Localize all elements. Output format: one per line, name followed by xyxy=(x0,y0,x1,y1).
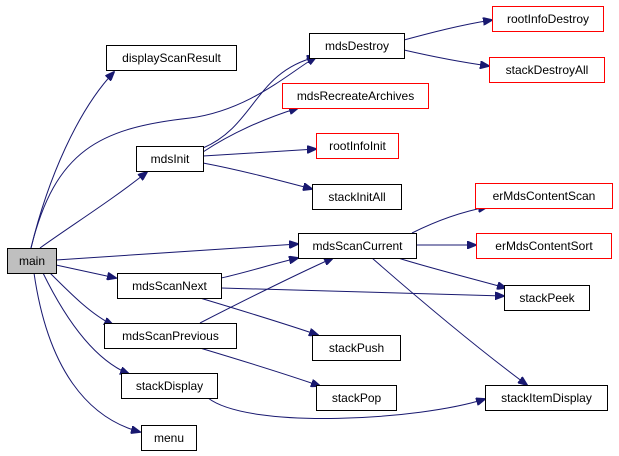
node-stackInitAll[interactable]: stackInitAll xyxy=(312,184,402,210)
edge-mdsScanCurrent-to-stackItemDisplay xyxy=(371,257,527,385)
edge-mdsScanPrevious-to-stackPop xyxy=(199,347,320,386)
edge-mdsScanNext-to-stackPush xyxy=(199,297,318,335)
node-box-stackItemDisplay[interactable] xyxy=(485,385,608,411)
node-stackPeek[interactable]: stackPeek xyxy=(504,285,590,311)
node-box-rootInfoDestroy[interactable] xyxy=(492,6,604,32)
node-box-displayScanResult[interactable] xyxy=(106,45,237,71)
edge-main-to-mdsInit xyxy=(39,172,147,249)
node-box-mdsScanNext[interactable] xyxy=(117,273,222,299)
edge-mdsScanCurrent-to-stackPeek xyxy=(397,257,506,288)
node-box-stackDisplay[interactable] xyxy=(121,373,218,399)
edge-main-to-mdsScanNext xyxy=(55,264,116,278)
node-box-menu[interactable] xyxy=(141,425,197,451)
edge-mdsScanNext-to-mdsScanCurrent xyxy=(220,258,298,279)
node-stackItemDisplay[interactable]: stackItemDisplay xyxy=(485,385,608,411)
node-box-stackPeek[interactable] xyxy=(504,285,590,311)
node-box-erMdsContentScan[interactable] xyxy=(475,183,613,209)
node-mdsScanNext[interactable]: mdsScanNext xyxy=(117,273,222,299)
node-stackPop[interactable]: stackPop xyxy=(316,385,397,411)
edge-mdsInit-to-rootInfoInit xyxy=(202,149,316,157)
edge-mdsDestroy-to-rootInfoDestroy xyxy=(403,20,492,41)
node-mdsInit[interactable]: mdsInit xyxy=(136,146,204,172)
node-box-mdsScanCurrent[interactable] xyxy=(298,233,417,259)
edge-main-to-mdsDestroy xyxy=(30,57,316,249)
nodes-layer: main displayScanResult mdsInit mdsDestroy ro… xyxy=(7,6,613,451)
edges-layer xyxy=(30,20,527,432)
node-stackPush[interactable]: stackPush xyxy=(312,335,401,361)
edge-mdsInit-to-stackInitAll xyxy=(202,162,312,189)
node-stackDisplay[interactable]: stackDisplay xyxy=(121,373,218,399)
node-menu[interactable]: menu xyxy=(141,425,197,451)
edge-mdsScanNext-to-stackPeek xyxy=(220,287,504,296)
node-erMdsContentScan[interactable]: erMdsContentScan xyxy=(475,183,613,209)
edge-stackDisplay-to-stackItemDisplay xyxy=(207,398,485,419)
edge-mdsScanCurrent-to-erMdsContentScan xyxy=(411,207,487,234)
edge-main-to-stackDisplay xyxy=(42,272,129,374)
node-box-stackInitAll[interactable] xyxy=(312,184,402,210)
node-box-mdsRecreateArchives[interactable] xyxy=(282,83,429,109)
node-box-mdsInit[interactable] xyxy=(136,146,204,172)
node-displayScanResult[interactable]: displayScanResult xyxy=(106,45,237,71)
node-box-stackPop[interactable] xyxy=(316,385,397,411)
node-mdsRecreateArchives[interactable]: mdsRecreateArchives xyxy=(282,83,429,109)
edge-mdsInit-to-mdsDestroy xyxy=(202,57,316,149)
edge-main-to-displayScanResult xyxy=(30,72,114,249)
edge-main-to-mdsScanCurrent xyxy=(55,244,298,261)
node-mdsScanPrevious[interactable]: mdsScanPrevious xyxy=(104,323,237,349)
node-box-main[interactable] xyxy=(7,248,57,274)
node-rootInfoInit[interactable]: rootInfoInit xyxy=(316,133,399,159)
node-box-stackDestroyAll[interactable] xyxy=(489,57,605,83)
node-erMdsContentSort[interactable]: erMdsContentSort xyxy=(476,233,612,259)
node-main[interactable]: main xyxy=(7,248,57,274)
edge-mdsDestroy-to-stackDestroyAll xyxy=(403,49,489,66)
node-stackDestroyAll[interactable]: stackDestroyAll xyxy=(489,57,605,83)
edge-main-to-menu xyxy=(33,272,140,432)
node-box-erMdsContentSort[interactable] xyxy=(476,233,612,259)
node-box-rootInfoInit[interactable] xyxy=(316,133,399,159)
edge-mdsScanPrevious-to-mdsScanCurrent xyxy=(199,258,333,324)
node-mdsScanCurrent[interactable]: mdsScanCurrent xyxy=(298,233,417,259)
node-mdsDestroy[interactable]: mdsDestroy xyxy=(309,33,405,59)
edge-mdsInit-to-mdsRecreateArchives xyxy=(202,108,298,153)
node-box-mdsScanPrevious[interactable] xyxy=(104,323,237,349)
node-box-mdsDestroy[interactable] xyxy=(309,33,405,59)
node-rootInfoDestroy[interactable]: rootInfoDestroy xyxy=(492,6,604,32)
edge-main-to-mdsScanPrevious xyxy=(49,272,113,325)
node-box-stackPush[interactable] xyxy=(312,335,401,361)
